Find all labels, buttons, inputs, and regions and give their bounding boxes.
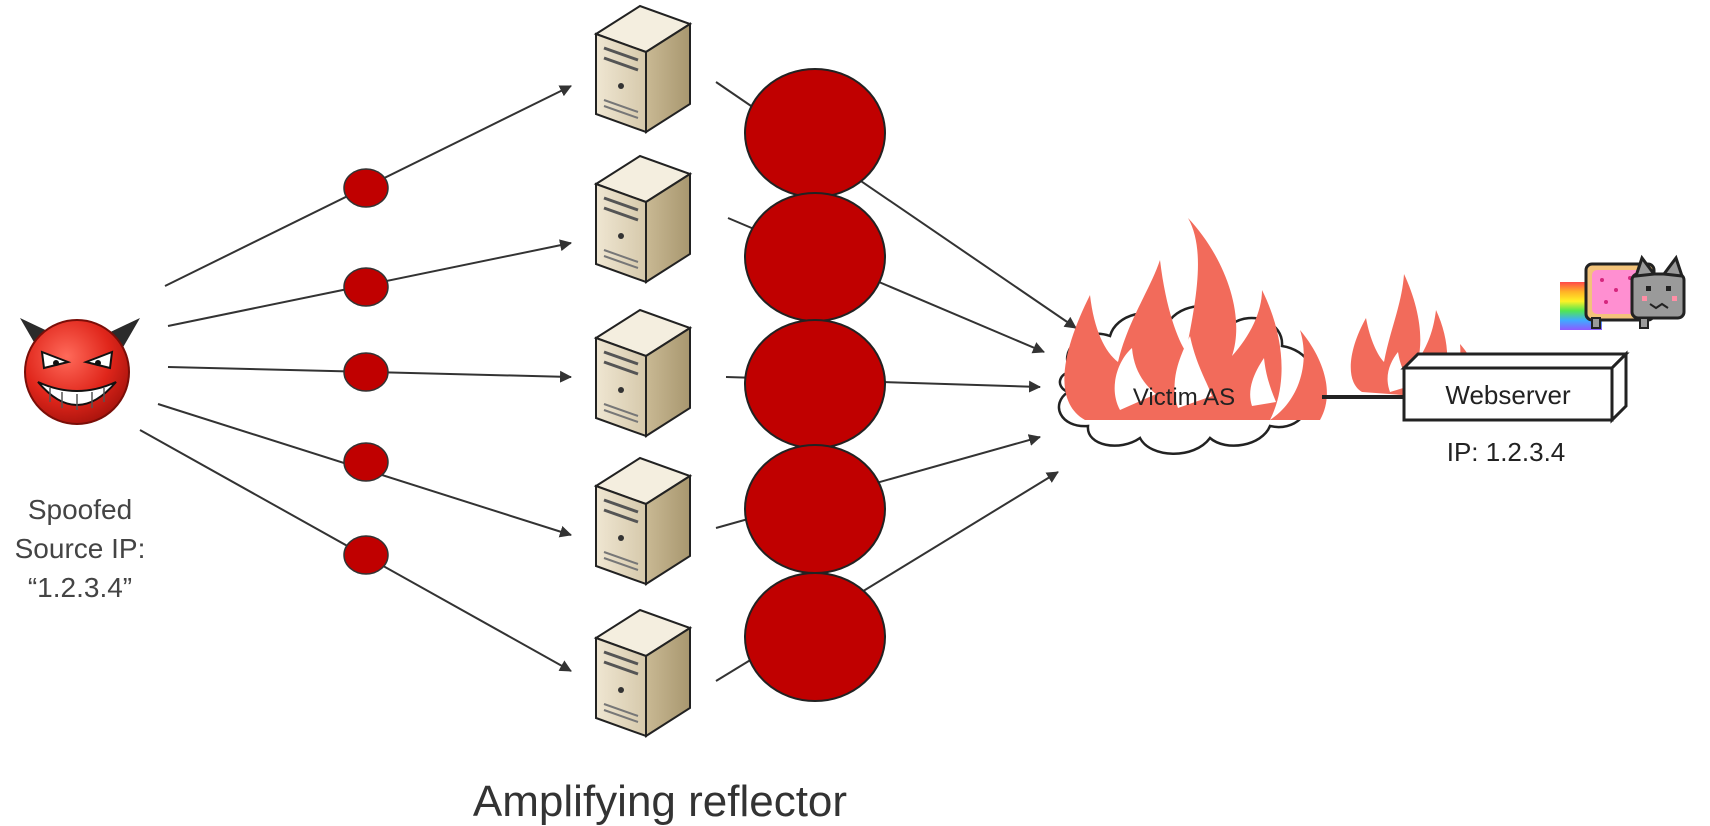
- victim-as-label: Victim AS: [1133, 384, 1235, 411]
- request-packet: [343, 267, 389, 307]
- spoofed-label-line: Spoofed: [27, 494, 133, 525]
- devil-face-icon: [20, 318, 140, 425]
- request-packets: [343, 168, 389, 575]
- server-icon: [593, 608, 693, 738]
- server-icon: [593, 154, 693, 284]
- spoofed-source-label: Spoofed Source IP: “1.2.3.4”: [0, 490, 160, 607]
- spoofed-label-line: “1.2.3.4”: [27, 572, 133, 603]
- amplified-packet: [744, 192, 886, 322]
- amplifying-reflector-label: Amplifying reflector: [472, 777, 848, 826]
- spoofed-label-line: Source IP:: [14, 533, 146, 564]
- server-icon: [593, 456, 693, 586]
- webserver-label: Webserver: [1445, 380, 1571, 410]
- request-packet: [343, 352, 389, 392]
- amplified-packets: [744, 68, 886, 702]
- fire-icon: [1064, 218, 1327, 420]
- request-packet: [343, 442, 389, 482]
- request-packet: [343, 535, 389, 575]
- amplified-packet: [744, 319, 886, 449]
- server-icon: [593, 308, 693, 438]
- webserver-box: Webserver: [1400, 350, 1630, 424]
- amplified-packet: [744, 68, 886, 198]
- server-icon: [593, 4, 693, 134]
- webserver-ip-label: IP: 1.2.3.4: [1446, 437, 1566, 467]
- request-packet: [343, 168, 389, 208]
- amplified-packet: [744, 444, 886, 574]
- nyan-cat-icon: [1560, 254, 1686, 330]
- amplified-packet: [744, 572, 886, 702]
